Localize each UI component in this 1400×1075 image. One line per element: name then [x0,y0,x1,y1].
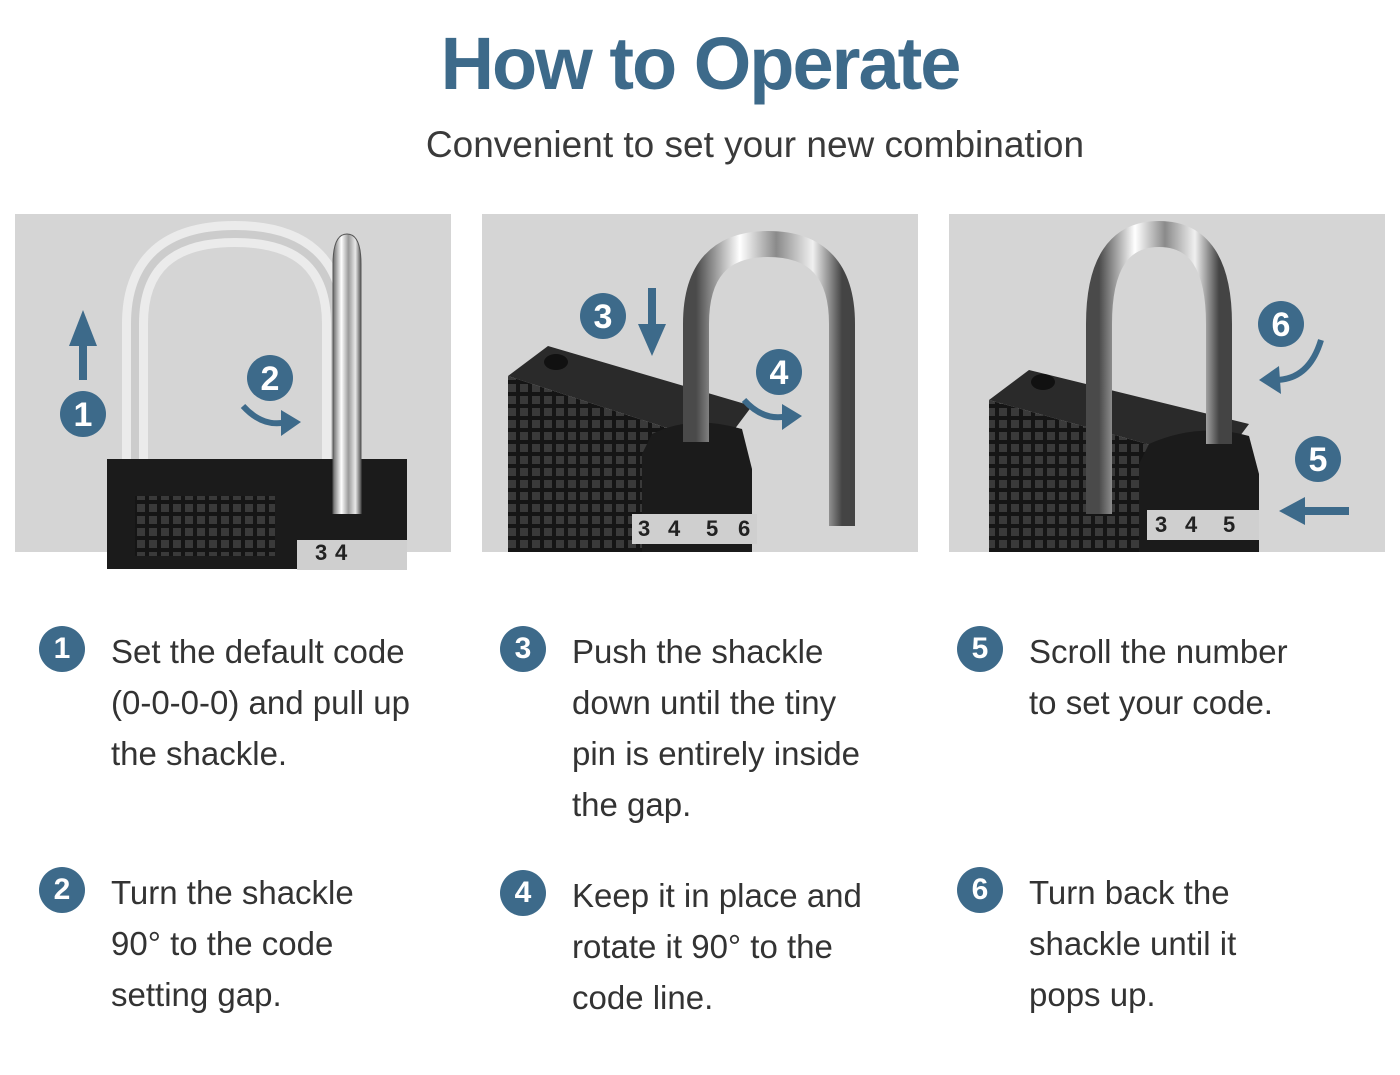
dial-digit: 3 [638,516,650,541]
dial-digit: 4 [1185,512,1198,537]
step-text: Keep it in place and rotate it 90° to th… [572,877,862,1016]
svg-text:1: 1 [74,396,93,434]
lock-set-code-illustration: 3 4 5 6 5 [949,214,1385,552]
dial-digit: 3 [1155,512,1167,537]
down-arrow-icon [638,288,666,356]
step-marker-2: 2 [247,355,293,401]
step-marker-3: 3 [580,293,626,339]
step-number-badge: 4 [500,870,546,916]
step-text: Push the shackle down until the tiny pin… [572,633,860,823]
rotate-back-arrow-icon [1259,339,1324,394]
left-arrow-icon [1279,497,1349,525]
step-number-badge: 6 [957,867,1003,913]
step-number-badge: 5 [957,626,1003,672]
rotate-arrow-icon [240,403,301,436]
panel-push-rotate: 3 4 5 6 3 4 [482,214,918,552]
step-text: Set the default code (0-0-0-0) and pull … [111,633,410,772]
dial-digit: 4 [668,516,681,541]
step-text: Turn the shackle 90° to the code setting… [111,874,354,1013]
step-marker-1: 1 [60,391,106,437]
dial-digit: 5 [1223,512,1235,537]
svg-text:4: 4 [770,354,789,392]
svg-text:3: 3 [594,298,613,336]
page-subtitle: Convenient to set your new combination [425,124,1085,165]
step-marker-5: 5 [1295,436,1341,482]
step-number-badge: 3 [500,626,546,672]
up-arrow-icon [69,310,97,380]
dial-digit: 4 [335,540,348,565]
panel-pull-up: 3 4 1 2 [15,214,451,570]
step-text: Scroll the number to set your code. [1029,633,1288,721]
lock-pull-up-illustration: 3 4 1 2 [15,214,451,570]
dial-digit: 5 [706,516,718,541]
svg-text:5: 5 [1309,441,1328,479]
step-text: Turn back the shackle until it pops up. [1029,874,1237,1013]
panel-set-code: 3 4 5 6 5 [949,214,1385,552]
step-marker-6: 6 [1258,301,1304,347]
step-marker-4: 4 [756,349,802,395]
rotate-arrow-icon [741,397,802,430]
lock-push-rotate-illustration: 3 4 5 6 3 4 [482,214,918,552]
page-title: How to Operate [440,22,962,105]
step-number-badge: 2 [39,867,85,913]
svg-text:6: 6 [1272,306,1291,344]
dial-digit: 3 [315,540,327,565]
svg-text:2: 2 [261,360,280,398]
dial-digit: 6 [738,516,750,541]
step-number-badge: 1 [39,626,85,672]
